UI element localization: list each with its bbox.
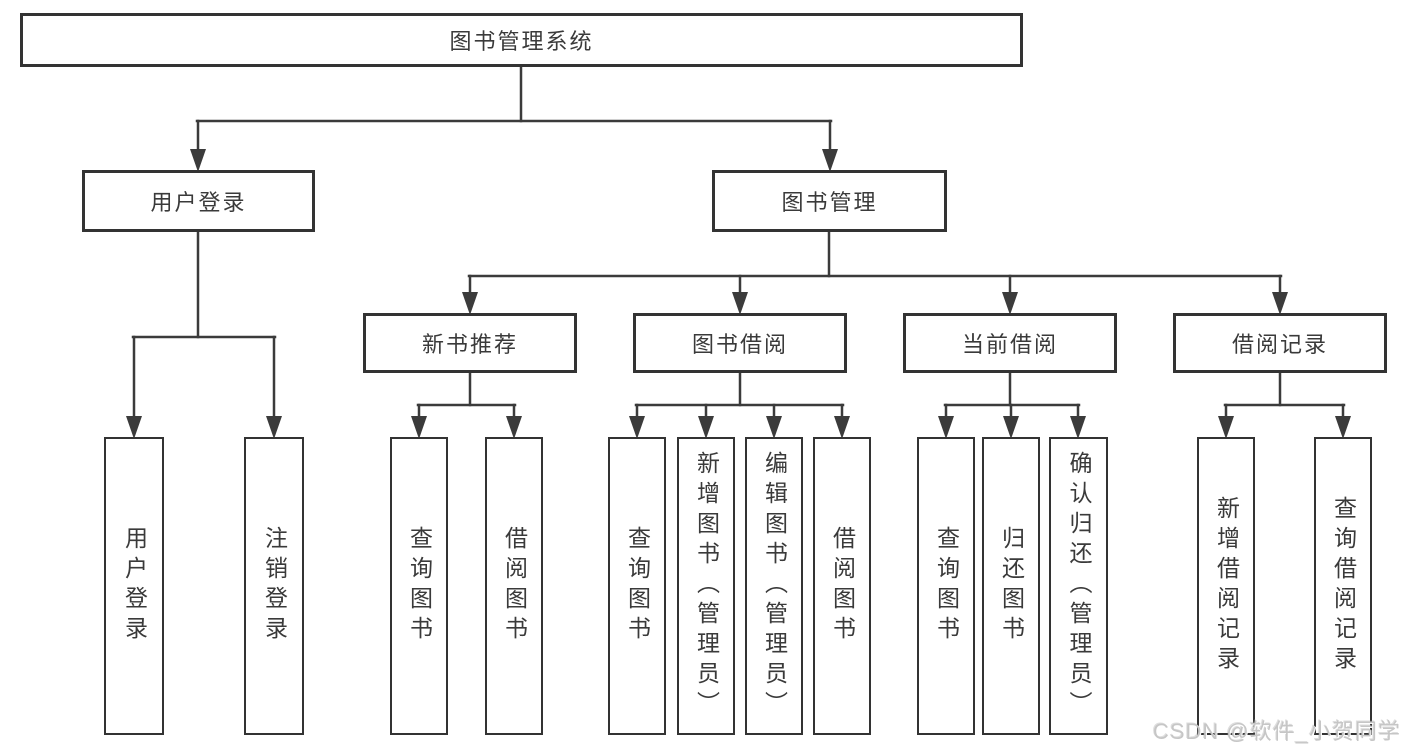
node-label: 用户登录: [121, 526, 148, 646]
leaf-logout: 注销登录: [244, 437, 304, 735]
leaf-user-login: 用户登录: [104, 437, 164, 735]
watermark: CSDN @软件_小贺同学: [1152, 719, 1401, 744]
leaf-records-query-record: 查询借阅记录: [1314, 437, 1372, 735]
node-current-borrow: 当前借阅: [903, 313, 1117, 373]
leaf-borrow-borrow-books: 借阅图书: [813, 437, 871, 735]
node-label: 确认归还（管理员）: [1066, 451, 1092, 721]
node-label: 查询借阅记录: [1330, 496, 1357, 676]
node-label: 新增借阅记录: [1213, 496, 1240, 676]
leaf-current-confirm-return-admin: 确认归还（管理员）: [1049, 437, 1108, 735]
leaf-borrow-query-books: 查询图书: [608, 437, 666, 735]
leaf-borrow-edit-book-admin: 编辑图书（管理员）: [745, 437, 803, 735]
leaf-borrow-add-book-admin: 新增图书（管理员）: [677, 437, 735, 735]
node-label: 查询图书: [933, 526, 960, 646]
leaf-newbooks-borrow-books: 借阅图书: [485, 437, 543, 735]
node-borrow-records: 借阅记录: [1173, 313, 1387, 373]
node-label: 图书借阅: [691, 332, 788, 357]
node-label: 新增图书（管理员）: [693, 451, 720, 721]
node-label: 当前借阅: [961, 332, 1058, 357]
node-label: 借阅图书: [829, 526, 856, 646]
leaf-newbooks-query-books: 查询图书: [390, 437, 448, 735]
node-label: 借阅图书: [501, 526, 528, 646]
node-new-book-recommend: 新书推荐: [363, 313, 577, 373]
node-label: 用户登录: [150, 190, 247, 215]
leaf-current-return-books: 归还图书: [982, 437, 1040, 735]
node-label: 注销登录: [261, 526, 288, 646]
node-label: 借阅记录: [1231, 332, 1328, 357]
node-book-management: 图书管理: [712, 170, 947, 232]
leaf-current-query-books: 查询图书: [917, 437, 975, 735]
node-label: 查询图书: [406, 526, 433, 646]
node-label: 查询图书: [624, 526, 651, 646]
leaf-records-add-record: 新增借阅记录: [1197, 437, 1255, 735]
node-book-borrow: 图书借阅: [633, 313, 847, 373]
node-label: 图书管理: [781, 190, 878, 215]
node-label: 图书管理系统: [449, 29, 594, 54]
node-library-management-system: 图书管理系统: [20, 13, 1023, 67]
node-user-login: 用户登录: [82, 170, 315, 232]
node-label: 新书推荐: [421, 332, 518, 357]
node-label: 归还图书: [998, 526, 1025, 646]
node-label: 编辑图书（管理员）: [761, 451, 788, 721]
